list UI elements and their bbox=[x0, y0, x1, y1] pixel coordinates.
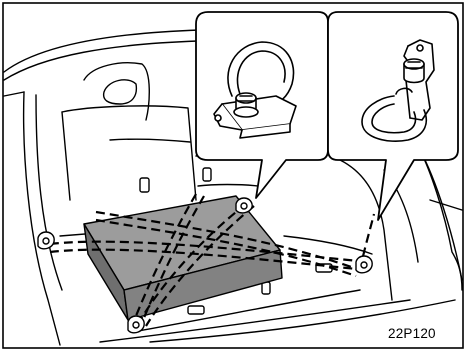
left-pillar bbox=[24, 92, 60, 345]
anchor-front-right bbox=[356, 256, 372, 273]
callout-right bbox=[328, 12, 458, 220]
rear-seat-back bbox=[62, 106, 196, 200]
figure-code-label: 22P120 bbox=[388, 327, 436, 341]
seat-latch-slot bbox=[203, 168, 211, 181]
anchor-rear-right bbox=[236, 198, 252, 213]
anchor-rear-left bbox=[38, 232, 54, 249]
anchor-front-left bbox=[128, 316, 144, 333]
seat-latch-slot bbox=[140, 178, 149, 192]
rear-headrest-left bbox=[84, 63, 149, 120]
